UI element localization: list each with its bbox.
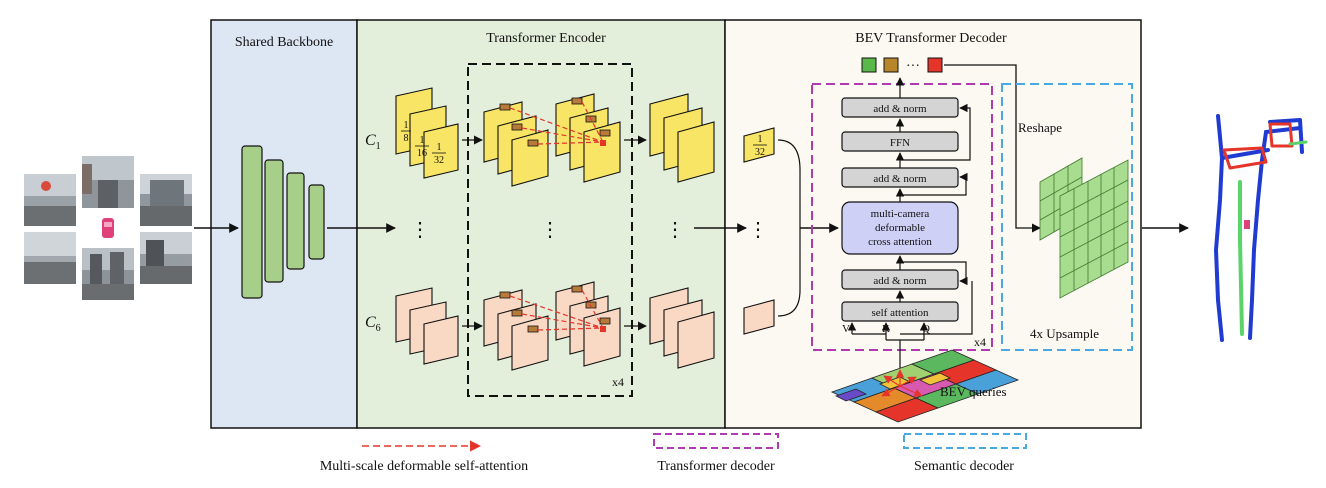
- arrow-tokens-to-reshape: [944, 64, 1041, 233]
- cross-attn-line1: multi-camera: [871, 208, 930, 220]
- encoder-dots-mid: ⋮: [540, 219, 560, 241]
- encoder-attn-lines-top: [509, 101, 604, 145]
- add-norm-top-label: add & norm: [873, 103, 927, 115]
- backbone-panel: [210, 19, 358, 429]
- camera-images: [24, 156, 192, 300]
- c6-feature-stack: [395, 287, 459, 365]
- legend-msda-label: Multi-scale deformable self-attention: [320, 459, 528, 474]
- c1-label: C1: [365, 132, 381, 152]
- query-label: Q: [922, 323, 930, 335]
- encoder-attn-lines-bottom: [509, 289, 604, 331]
- decoder-flow-arrows: [847, 77, 973, 370]
- camera-image-back-right: [140, 232, 192, 284]
- c1-feature-stack: [395, 87, 459, 179]
- self-attention-label: self attention: [871, 307, 929, 319]
- legend-semantic-decoder-label: Semantic decoder: [914, 459, 1014, 474]
- encoder-title: Transformer Encoder: [486, 31, 606, 46]
- backbone-title: Shared Backbone: [235, 35, 333, 50]
- svg-text:16: 16: [417, 148, 427, 159]
- legend-transformer-decoder-swatch: [653, 433, 779, 449]
- backbone-layers: [241, 145, 325, 299]
- reshape-label: Reshape: [1018, 120, 1062, 135]
- semantic-decoder-box: [1001, 83, 1133, 351]
- token-dots: ···: [906, 59, 920, 74]
- svg-text:8: 8: [404, 133, 409, 144]
- svg-text:32: 32: [755, 147, 765, 158]
- camera-image-front-right: [140, 174, 192, 226]
- cross-attn-line2: deformable: [875, 222, 925, 234]
- decoder-repeat-label: x4: [974, 335, 986, 349]
- add-norm-mid-label: add & norm: [873, 173, 927, 185]
- legend-semantic-decoder-swatch: [903, 433, 1027, 449]
- bev-feature-input: 1 32: [743, 127, 775, 335]
- encoder-repeat-box: [467, 63, 633, 397]
- bev-queries-label: BEV queries: [940, 384, 1007, 399]
- svg-text:1: 1: [420, 135, 425, 146]
- encoder-output-peach: [649, 287, 715, 369]
- value-label: V: [842, 323, 850, 335]
- decoder-title: BEV Transformer Decoder: [855, 31, 1007, 46]
- cross-attn-line3: cross attention: [868, 236, 932, 248]
- camera-image-front-left: [24, 174, 76, 226]
- c6-label: C6: [365, 314, 381, 334]
- bev-query-highlight: [881, 369, 923, 397]
- c1-scale-labels: 1 8 1 16 1 32: [401, 120, 446, 166]
- encoder-dots-left: ⋮: [410, 219, 430, 241]
- decoder-output-tokens: [861, 57, 943, 73]
- ffn-label: FFN: [890, 137, 910, 149]
- encoder-repeat-label: x4: [612, 375, 624, 389]
- svg-text:1: 1: [404, 120, 409, 131]
- svg-text:1: 1: [758, 134, 763, 145]
- bev-segmentation-map: [1214, 114, 1308, 342]
- legend-transformer-decoder-label: Transformer decoder: [657, 459, 775, 474]
- camera-image-front: [82, 156, 134, 208]
- decoder-input-dots: ⋮: [748, 219, 768, 241]
- encoder-dots-right: ⋮: [665, 219, 685, 241]
- upsample-label: 4x Upsample: [1030, 326, 1099, 341]
- encoder-yellow-layers: [483, 93, 621, 187]
- camera-image-back: [82, 248, 134, 300]
- camera-image-back-left: [24, 232, 76, 284]
- bracket-encoder-features: [777, 139, 801, 317]
- svg-text:32: 32: [434, 155, 444, 166]
- add-norm-bot-label: add & norm: [873, 275, 927, 287]
- encoder-output-yellow: [649, 93, 715, 183]
- upsample-grids: [1039, 157, 1129, 299]
- key-label: K: [882, 323, 890, 335]
- svg-text:1: 1: [437, 142, 442, 153]
- ego-car-icon: [102, 218, 114, 238]
